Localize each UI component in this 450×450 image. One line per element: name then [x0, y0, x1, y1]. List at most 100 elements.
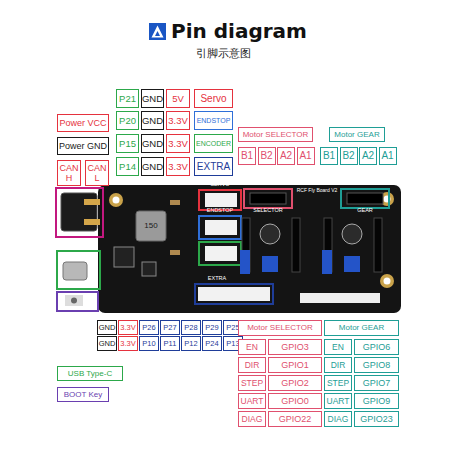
jumper	[344, 256, 360, 272]
signal-name: UART	[324, 393, 352, 409]
pin-label: GND	[141, 89, 164, 108]
header-pin: P27	[160, 320, 180, 335]
selector-outline	[244, 189, 292, 208]
signal-name: DIAG	[238, 411, 266, 427]
logo-inner	[155, 31, 160, 36]
gpio-cell: GPIO2	[268, 375, 322, 391]
usb-outline	[57, 251, 100, 289]
gpio-cell: GPIO23	[354, 411, 399, 427]
power-outline	[56, 188, 103, 237]
jst-connector	[205, 246, 237, 261]
power-label: Power GND	[57, 137, 109, 155]
boot-button-cap	[71, 298, 77, 304]
signal-name: DIR	[238, 357, 266, 373]
pin-label: 3.3V	[166, 157, 190, 176]
endstop-outline	[199, 216, 241, 239]
can-label: CAN L	[85, 160, 109, 186]
can-label: CAN H	[57, 160, 81, 186]
pin-label: 5V	[166, 89, 190, 108]
jumper	[262, 256, 278, 272]
pin-label: 3.3V	[166, 111, 190, 130]
header-pin: 3.3V	[118, 336, 138, 351]
coil-pin: A1	[297, 147, 315, 165]
pin-label: P14	[116, 157, 139, 176]
boot-outline	[57, 292, 98, 311]
pin-label: P20	[116, 111, 139, 130]
jumper	[240, 250, 250, 274]
encoder-outline	[199, 242, 241, 265]
coil-pin: B2	[340, 147, 358, 165]
gpio-cell: GPIO8	[354, 357, 399, 373]
usb-port	[63, 262, 87, 280]
pin-label: P21	[116, 89, 139, 108]
silkscreen-text: SELECTOR	[250, 207, 286, 215]
power-connector	[61, 193, 97, 231]
extra-outline	[195, 284, 273, 304]
signal-name: EN	[238, 339, 266, 355]
pin-label: GND	[141, 157, 164, 176]
header-pin: P12	[181, 336, 201, 351]
header-pin: P26	[139, 320, 159, 335]
gpio-cell: GPIO22	[268, 411, 322, 427]
silkscreen-text: ENDSTOP	[201, 207, 239, 215]
table-header: Motor SELECTOR	[238, 320, 322, 336]
coil-pin: A2	[277, 147, 295, 165]
signal-name: DIR	[324, 357, 352, 373]
smd-part	[170, 200, 180, 205]
gear-outline	[341, 189, 389, 208]
motor-header: Motor GEAR	[329, 127, 385, 142]
coil-pin: B2	[258, 147, 276, 165]
connector-pin	[84, 199, 100, 205]
boot-button	[65, 295, 83, 306]
header-pin: 3.3V	[118, 320, 138, 335]
logo-triangle	[152, 26, 164, 38]
power-label: Power VCC	[57, 114, 109, 132]
mounting-hole	[384, 278, 391, 285]
motor-connector	[347, 193, 383, 204]
logo-square	[149, 23, 166, 40]
capacitor	[342, 224, 362, 244]
inductor-marking: 150	[136, 220, 166, 232]
signal-name: EN	[324, 339, 352, 355]
header-pin: P11	[160, 336, 180, 351]
pin-label: 3.3V	[166, 134, 190, 153]
motor-header: Motor SELECTOR	[238, 127, 313, 142]
pin-header	[198, 287, 270, 301]
port-label: ENCODER	[194, 134, 233, 153]
signal-name: DIAG	[324, 411, 352, 427]
pcb-board	[98, 185, 401, 313]
motor-connector	[250, 193, 286, 204]
port-label: ENDSTOP	[194, 111, 233, 130]
board-name: RCF Fly Board V2	[294, 186, 340, 194]
table-header: Motor GEAR	[324, 320, 399, 336]
servo-outline	[199, 190, 241, 210]
port-label: Servo	[194, 89, 233, 108]
legend-label: BOOT Key	[57, 387, 109, 402]
coil-pin: A2	[359, 147, 377, 165]
coil-pin: B1	[238, 147, 256, 165]
header-pin: GND	[97, 320, 117, 335]
signal-name: STEP	[324, 375, 352, 391]
silkscreen-text: SERVO	[203, 181, 237, 189]
chip	[142, 262, 156, 276]
header-pin: GND	[97, 336, 117, 351]
pin-label: GND	[141, 134, 164, 153]
pin-label: P15	[116, 134, 139, 153]
mounting-hole	[113, 197, 120, 204]
inductor	[136, 211, 166, 241]
header-pin: P24	[202, 336, 222, 351]
gpio-cell: GPIO3	[268, 339, 322, 355]
silkscreen-text: EXTRA	[199, 275, 235, 283]
silkscreen-text: GEAR	[347, 207, 383, 215]
header-pin: P10	[139, 336, 159, 351]
gpio-cell: GPIO0	[268, 393, 322, 409]
chip	[114, 247, 134, 267]
coil-pin: A1	[379, 147, 397, 165]
gpio-cell: GPIO1	[268, 357, 322, 373]
connector-pin	[84, 219, 100, 225]
gpio-cell: GPIO9	[354, 393, 399, 409]
coil-pin: B1	[320, 147, 338, 165]
jst-connector	[205, 220, 237, 235]
gpio-cell: GPIO6	[354, 339, 399, 355]
